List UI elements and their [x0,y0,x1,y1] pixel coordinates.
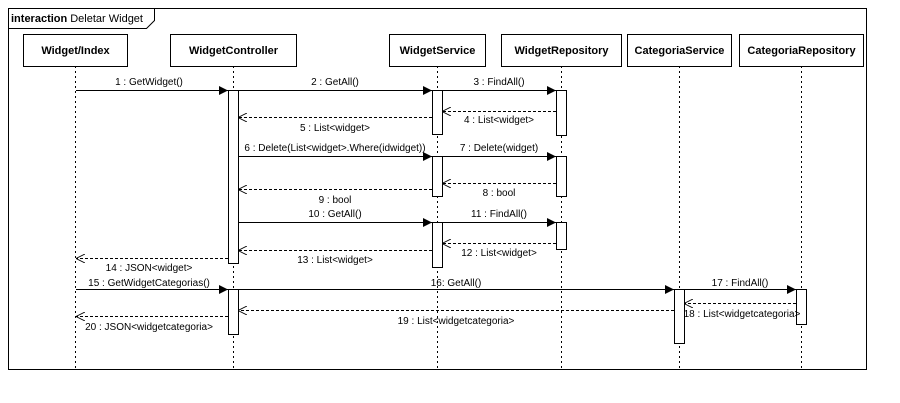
activation-bar [556,156,567,197]
message-label: 8 : bool [483,188,516,199]
activation-bar [228,90,239,264]
frame-title-tab [8,8,155,29]
message-label: 2 : GetAll() [311,77,359,88]
message-label: 11 : FindAll() [471,209,527,220]
activation-bar [556,222,567,250]
message-label: 14 : JSON<widget> [106,263,193,274]
lifeline-header: Widget/Index [23,34,128,67]
frame-name: Deletar Widget [70,13,143,25]
message-arrows [76,86,796,317]
message-labels: 1 : GetWidget() 2 : GetAll() 3 : FindAll()… [85,77,800,333]
message-label: 7 : Delete(widget) [460,143,538,154]
lifeline-header: CategoriaRepository [739,34,864,67]
lifeline-label: CategoriaRepository [747,45,856,57]
activation-bar [228,289,239,335]
message-label: 17 : FindAll() [712,278,769,289]
lifeline-headers: Widget/Index WidgetController WidgetServ… [23,34,864,67]
message-label: 10 : GetAll() [308,209,361,220]
activation-bar [432,156,443,197]
message-label: 13 : List<widget> [297,255,373,266]
interaction-frame [8,8,867,370]
message-label: 15 : GetWidgetCategorias() [88,278,210,289]
message-label: 4 : List<widget> [464,115,534,126]
activation-bar [556,90,567,136]
activation-bar [674,289,685,344]
message-label: 20 : JSON<widgetcategoria> [85,322,213,333]
activation-bars [228,90,807,344]
lifeline-header: WidgetController [170,34,297,67]
message-label: 3 : FindAll() [473,77,524,88]
message-label: 16: GetAll() [431,278,482,289]
frame-keyword: interaction [11,13,68,25]
message-label: 18 : List<widgetcategoria> [684,309,801,320]
message-label: 6 : Delete(List<widget>.Where(idwidget)) [244,143,425,154]
lifeline-label: WidgetRepository [514,45,609,57]
lifeline-header: CategoriaService [627,34,732,67]
lifeline-label: WidgetController [189,45,279,57]
activation-bar [432,90,443,135]
lifeline-header: WidgetService [389,34,486,67]
lifeline-label: CategoriaService [635,45,725,57]
message-label: 9 : bool [319,195,352,206]
message-label: 19 : List<widgetcategoria> [398,316,515,327]
message-label: 12 : List<widget> [461,248,537,259]
lifeline-label: WidgetService [400,45,476,57]
lifeline-header: WidgetRepository [501,34,622,67]
lifeline-label: Widget/Index [41,45,110,57]
message-label: 1 : GetWidget() [115,77,183,88]
message-label: 5 : List<widget> [300,123,370,134]
activation-bar [432,222,443,268]
activation-bar [796,289,807,325]
